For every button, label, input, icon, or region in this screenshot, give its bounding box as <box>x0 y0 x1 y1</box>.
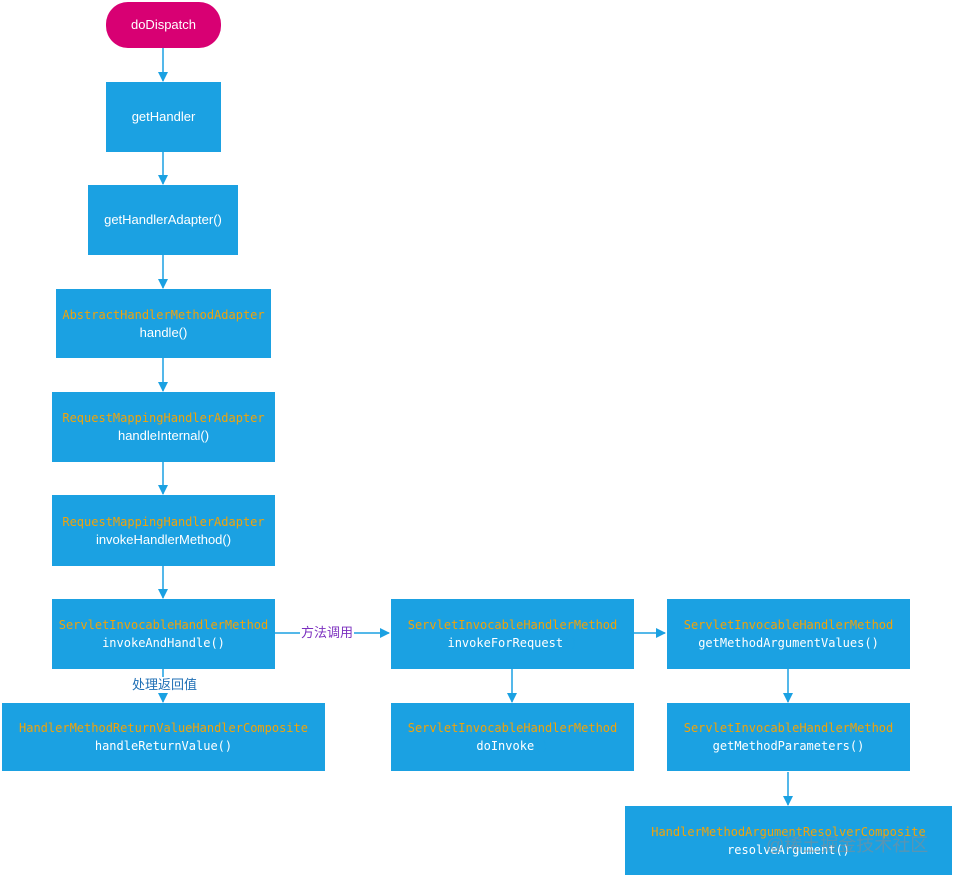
node-gethandleradapter-label: getHandlerAdapter() <box>104 212 222 227</box>
node-handleinternal-class: RequestMappingHandlerAdapter <box>62 411 265 425</box>
node-invokeforrequest: ServletInvocableHandlerMethod invokeForR… <box>391 599 634 669</box>
node-abstract-handle-method: handle() <box>139 324 188 340</box>
node-abstract-handle: AbstractHandlerMethodAdapter handle() <box>56 289 271 358</box>
node-invokehandlermethod-method: invokeHandlerMethod() <box>95 531 232 547</box>
node-invokeandhandle-method: invokeAndHandle() <box>102 636 225 650</box>
node-doinvoke: ServletInvocableHandlerMethod doInvoke() <box>391 703 634 771</box>
node-getmethodparameters-method: getMethodParameters() <box>712 739 865 753</box>
node-invokeforrequest-parens: () <box>563 636 578 650</box>
node-resolveargument-class: HandlerMethodArgumentResolverComposite <box>651 824 926 839</box>
node-getmethodargumentvalues-method: getMethodArgumentValues() <box>698 636 879 650</box>
node-gethandleradapter: getHandlerAdapter() <box>88 185 238 255</box>
node-abstract-handle-class: AbstractHandlerMethodAdapter <box>62 307 265 322</box>
node-getmethodparameters-class: ServletInvocableHandlerMethod <box>683 721 894 735</box>
node-getmethodargumentvalues-class: ServletInvocableHandlerMethod <box>683 618 894 632</box>
node-resolveargument-method: resolveArgument() <box>727 842 850 857</box>
node-invokehandlermethod-class: RequestMappingHandlerAdapter <box>62 514 265 529</box>
node-handlereturnvalue: HandlerMethodReturnValueHandlerComposite… <box>2 703 325 771</box>
node-invokehandlermethod: RequestMappingHandlerAdapter invokeHandl… <box>52 495 275 566</box>
node-doinvoke-class: ServletInvocableHandlerMethod <box>407 721 618 735</box>
edge-label-handle-return: 处理返回值 <box>131 677 199 693</box>
node-doinvoke-method: doInvoke <box>476 739 535 753</box>
node-invokeforrequest-class: ServletInvocableHandlerMethod <box>407 618 618 632</box>
node-gethandler: getHandler <box>106 82 221 152</box>
node-doinvoke-parens: () <box>534 739 549 753</box>
node-gethandler-label: getHandler <box>131 109 196 124</box>
node-handleinternal: RequestMappingHandlerAdapter handleInter… <box>52 392 275 462</box>
node-dodispatch-label: doDispatch <box>130 17 197 32</box>
node-getmethodargumentvalues: ServletInvocableHandlerMethod getMethodA… <box>667 599 910 669</box>
node-resolveargument: HandlerMethodArgumentResolverComposite r… <box>625 806 952 875</box>
node-handleinternal-method: handleInternal() <box>117 428 210 443</box>
watermark: @稀土掘金技术社区 <box>766 835 929 855</box>
node-dodispatch: doDispatch <box>106 2 221 48</box>
node-invokeandhandle: ServletInvocableHandlerMethod invokeAndH… <box>52 599 275 669</box>
node-handlereturnvalue-method: handleReturnValue() <box>94 739 233 753</box>
node-invokeforrequest-method: invokeForRequest <box>447 636 564 650</box>
node-getmethodparameters: ServletInvocableHandlerMethod getMethodP… <box>667 703 910 771</box>
edge-label-method-call: 方法调用 <box>300 625 355 641</box>
node-invokeandhandle-class: ServletInvocableHandlerMethod <box>58 618 269 632</box>
node-handlereturnvalue-class: HandlerMethodReturnValueHandlerComposite <box>19 721 308 735</box>
